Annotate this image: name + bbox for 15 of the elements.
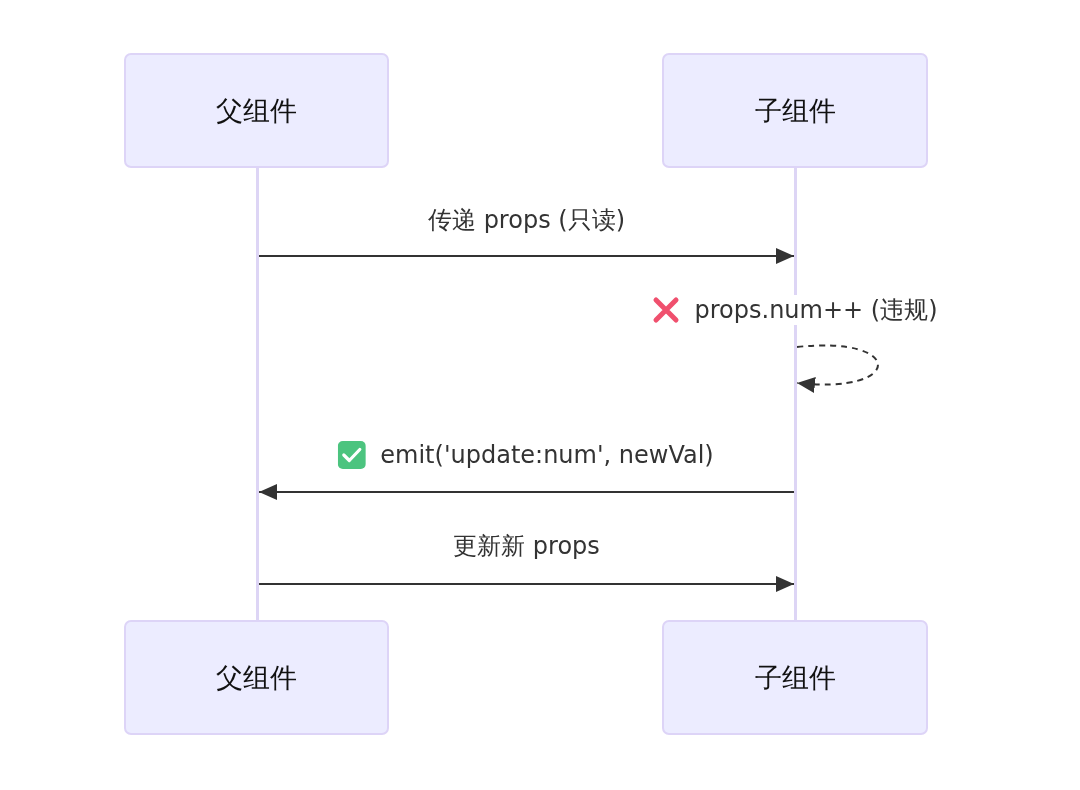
participant-box xyxy=(124,620,389,735)
participant-label: 父组件 xyxy=(216,660,297,695)
message-arrow xyxy=(258,576,795,592)
participant-label: 父组件 xyxy=(216,93,297,128)
message-arrow xyxy=(258,248,795,264)
message-label: 更新新 props xyxy=(451,531,602,561)
participant-box xyxy=(662,620,928,735)
participant-label: 子组件 xyxy=(754,660,836,695)
message-label: 传递 props (只读) xyxy=(426,205,627,235)
self-message-arrow xyxy=(796,344,879,393)
participant-label: 子组件 xyxy=(754,93,836,128)
message-arrow xyxy=(258,484,795,500)
participant-box xyxy=(124,53,389,168)
participant-box xyxy=(662,53,928,168)
lifeline xyxy=(256,168,259,620)
